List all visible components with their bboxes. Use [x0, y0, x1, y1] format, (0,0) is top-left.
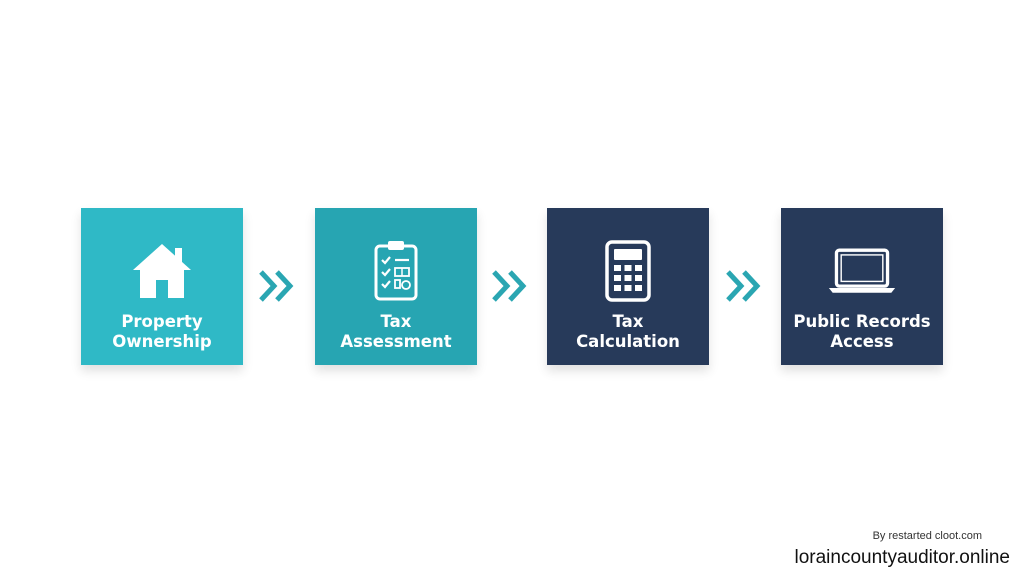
- clipboard-checklist-icon: [361, 238, 431, 304]
- step-label: Public Records Access: [793, 312, 931, 351]
- step-property-ownership: Property Ownership: [81, 208, 243, 365]
- step-label: Tax Calculation: [576, 312, 680, 351]
- chevron-double-right-icon: [259, 270, 294, 302]
- chevron-double-right-icon: [492, 270, 527, 302]
- step-tax-assessment: Tax Assessment: [315, 208, 477, 365]
- step-tax-calculation: Tax Calculation: [547, 208, 709, 365]
- laptop-icon: [827, 238, 897, 304]
- step-public-records-access: Public Records Access: [781, 208, 943, 365]
- attribution-text: By restarted cloot.com: [872, 530, 982, 542]
- site-watermark: loraincountyauditor.online: [794, 547, 1011, 568]
- chevron-double-right-icon: [726, 270, 761, 302]
- step-label: Tax Assessment: [340, 312, 452, 351]
- step-label: Property Ownership: [112, 312, 212, 351]
- house-icon: [127, 238, 197, 304]
- calculator-icon: [593, 238, 663, 304]
